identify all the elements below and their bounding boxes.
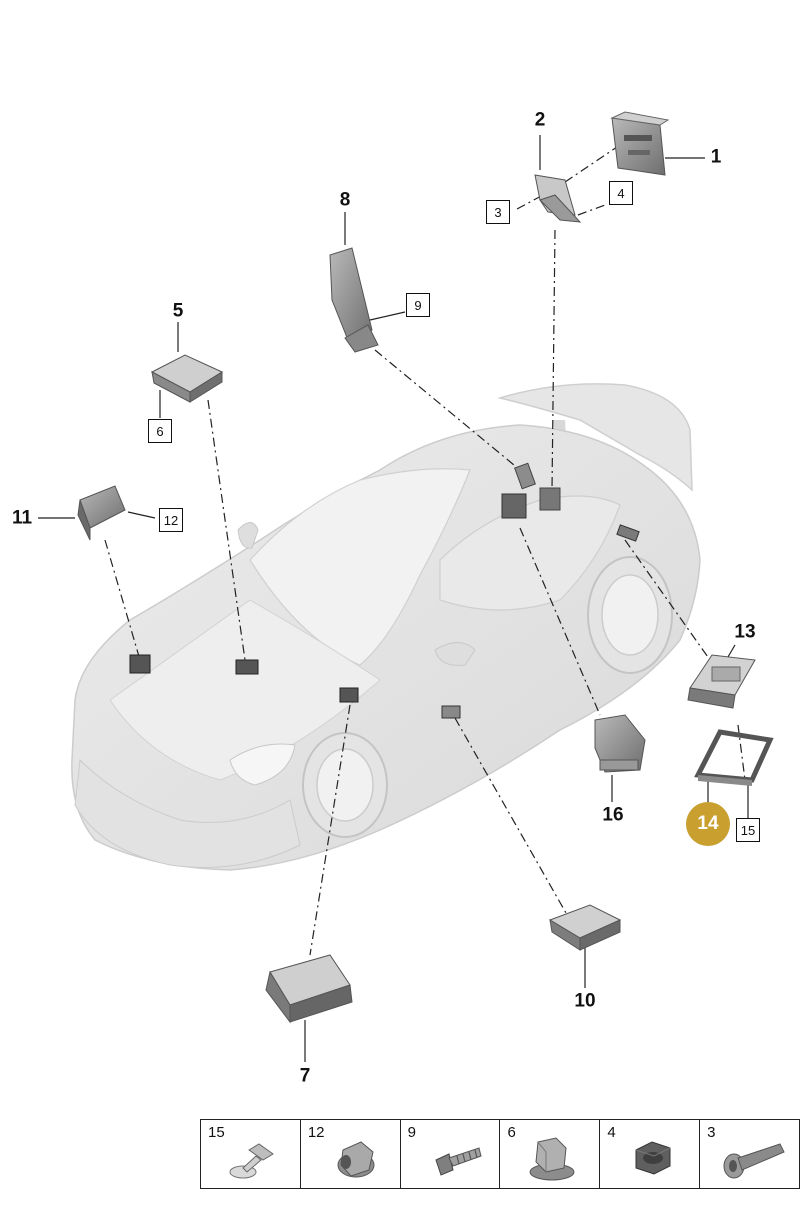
flange-nut-icon — [337, 1141, 375, 1178]
legend-cell-6[interactable]: 6 — [500, 1120, 601, 1188]
fastener-legend: 15 12 9 6 4 — [200, 1119, 800, 1189]
legend-label: 15 — [208, 1124, 225, 1141]
control-unit-11-part — [77, 485, 126, 541]
screw-icon — [723, 1143, 785, 1179]
car-silhouette — [71, 383, 701, 871]
legend-cell-3[interactable]: 3 — [700, 1120, 799, 1188]
flange-nut-icon — [529, 1137, 575, 1181]
callout-14-highlighted: 14 — [686, 802, 730, 846]
callout-3: 3 — [486, 200, 510, 224]
callout-5: 5 — [172, 300, 184, 322]
callout-11: 11 — [11, 507, 33, 529]
legend-label: 3 — [707, 1124, 716, 1141]
legend-label: 9 — [407, 1124, 416, 1141]
callout-9: 9 — [406, 293, 430, 317]
legend-label: 6 — [507, 1124, 516, 1141]
control-unit-1-part — [610, 111, 670, 176]
control-unit-10-part — [548, 904, 622, 951]
push-rivet-clip-icon — [229, 1143, 274, 1179]
callout-12: 12 — [159, 508, 183, 532]
legend-cell-9[interactable]: 9 — [401, 1120, 501, 1188]
hex-nut-icon — [635, 1141, 671, 1175]
legend-label: 4 — [607, 1124, 616, 1141]
legend-cell-12[interactable]: 12 — [301, 1120, 401, 1188]
threaded-bolt-icon — [435, 1147, 482, 1176]
callout-4: 4 — [609, 181, 633, 205]
legend-cell-4[interactable]: 4 — [600, 1120, 701, 1188]
legend-label: 12 — [307, 1124, 325, 1141]
mounting-frame-14-part — [694, 729, 774, 786]
callout-7: 7 — [299, 1065, 311, 1087]
callout-16: 16 — [602, 804, 624, 826]
control-unit-13-part — [687, 654, 756, 709]
control-unit-7-part — [265, 954, 353, 1024]
callout-leaders — [38, 135, 749, 1062]
callout-13: 13 — [734, 621, 756, 643]
components — [77, 111, 774, 1024]
callout-8: 8 — [339, 189, 351, 211]
leader-lines — [104, 144, 746, 956]
control-unit-8-part — [329, 247, 379, 353]
control-unit-16-part — [594, 714, 646, 773]
callout-1: 1 — [710, 146, 722, 168]
installed-small-parts — [129, 462, 640, 719]
bracket-2-part — [534, 174, 582, 223]
callout-15: 15 — [736, 818, 760, 842]
control-unit-5-part — [150, 354, 224, 403]
callout-6: 6 — [148, 419, 172, 443]
callout-10: 10 — [574, 990, 596, 1012]
callout-2: 2 — [534, 109, 546, 131]
legend-cell-15[interactable]: 15 — [201, 1120, 301, 1188]
